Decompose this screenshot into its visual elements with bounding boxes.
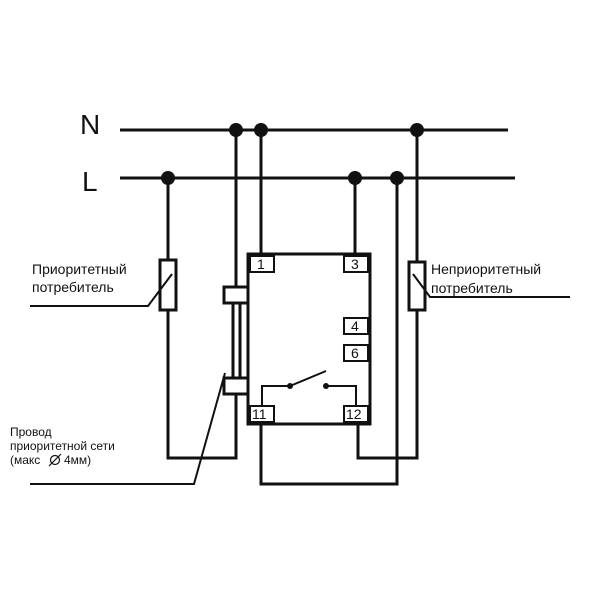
switch-wire-right bbox=[326, 385, 357, 406]
terminal-12-label: 12 bbox=[346, 406, 362, 422]
rail-l-label: L bbox=[82, 166, 98, 197]
switch-blade bbox=[289, 370, 327, 387]
priority-consumer-label-line1: Приоритетный bbox=[32, 261, 127, 277]
terminal-12: 12 bbox=[343, 405, 369, 423]
priority-wire-label-line2: приоритетной сети bbox=[10, 439, 115, 453]
terminal-3-label: 3 bbox=[351, 256, 359, 272]
nonpriority-consumer-label-line2: потребитель bbox=[431, 280, 513, 296]
sensor-top-block bbox=[222, 285, 250, 305]
terminal-1: 1 bbox=[249, 255, 275, 273]
priority-wire-leader bbox=[30, 372, 226, 485]
terminal-6: 6 bbox=[343, 344, 369, 362]
terminal-4: 4 bbox=[343, 317, 369, 335]
priority-wire-label-line3a: (макс bbox=[10, 453, 40, 467]
relay-module-body bbox=[246, 252, 372, 426]
rail-n-label: N bbox=[80, 109, 100, 140]
priority-consumer-label-line2: потребитель bbox=[32, 279, 114, 295]
terminal-3: 3 bbox=[343, 255, 369, 273]
terminal-4-label: 4 bbox=[351, 318, 359, 334]
priority-consumer-resistor bbox=[158, 258, 178, 312]
loop-to-terminal-11 bbox=[259, 178, 399, 486]
nonpriority-consumer-leader bbox=[412, 273, 570, 298]
terminal-11: 11 bbox=[249, 405, 275, 423]
priority-wire-label-line3b: 4мм) bbox=[64, 453, 91, 467]
terminal-1-label: 1 bbox=[257, 256, 265, 272]
terminal-6-label: 6 bbox=[351, 345, 359, 361]
sensor-bottom-block bbox=[222, 376, 250, 396]
priority-wire-label-line1: Провод bbox=[10, 425, 52, 439]
nonpriority-consumer-wire-bottom bbox=[356, 310, 419, 460]
priority-consumer-leader bbox=[30, 273, 173, 307]
diameter-icon bbox=[48, 453, 62, 467]
nonpriority-consumer-label-line1: Неприоритетный bbox=[431, 261, 541, 277]
terminal-11-label: 11 bbox=[252, 406, 267, 422]
switch-wire-left bbox=[261, 385, 288, 406]
